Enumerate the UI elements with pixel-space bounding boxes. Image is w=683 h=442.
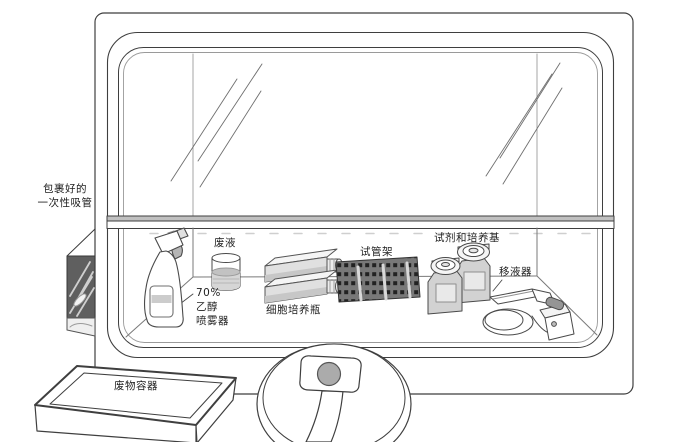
glass-sash-frame [106,31,615,359]
stool-knob [316,361,342,387]
test-tube-rack [335,256,421,303]
waste-tray [34,365,237,442]
pipettor-cord [482,308,534,336]
label-test-tube-rack: 试管架 [360,246,393,258]
label-reagents-media: 试剂和培养基 [434,232,500,244]
label-ethanol-line3: 喷雾器 [196,315,229,327]
stool-post [305,390,344,442]
label-ethanol-line1: 70% [196,287,221,299]
waste-beaker [211,253,241,291]
label-wrapped-pipettes-line2: 一次性吸管 [37,197,93,209]
wrapped-pipette-box [66,228,96,337]
label-wrapped-pipettes: 包裹好的 一次性吸管 [28,182,102,210]
label-ethanol-line2: 乙醇 [196,301,218,313]
label-culture-flasks: 细胞培养瓶 [266,304,321,316]
sash-handle-bar [106,215,615,229]
glass-pane-edges [192,53,538,217]
label-waste-liquid: 废液 [214,237,236,249]
pipettor-cord-inner [484,309,524,331]
media-bottles [427,242,491,315]
label-wrapped-pipettes-line1: 包裹好的 [43,183,87,195]
label-pipettor: 移液器 [499,266,532,278]
lab-stool [256,343,412,442]
ethanol-spray-bottle [144,227,189,328]
pipette-controller [482,288,575,341]
glass-glare-lines [170,62,563,188]
label-ethanol-sprayer: 70% 乙醇 喷雾器 [196,286,229,328]
label-waste-container: 废物容器 [114,380,158,392]
